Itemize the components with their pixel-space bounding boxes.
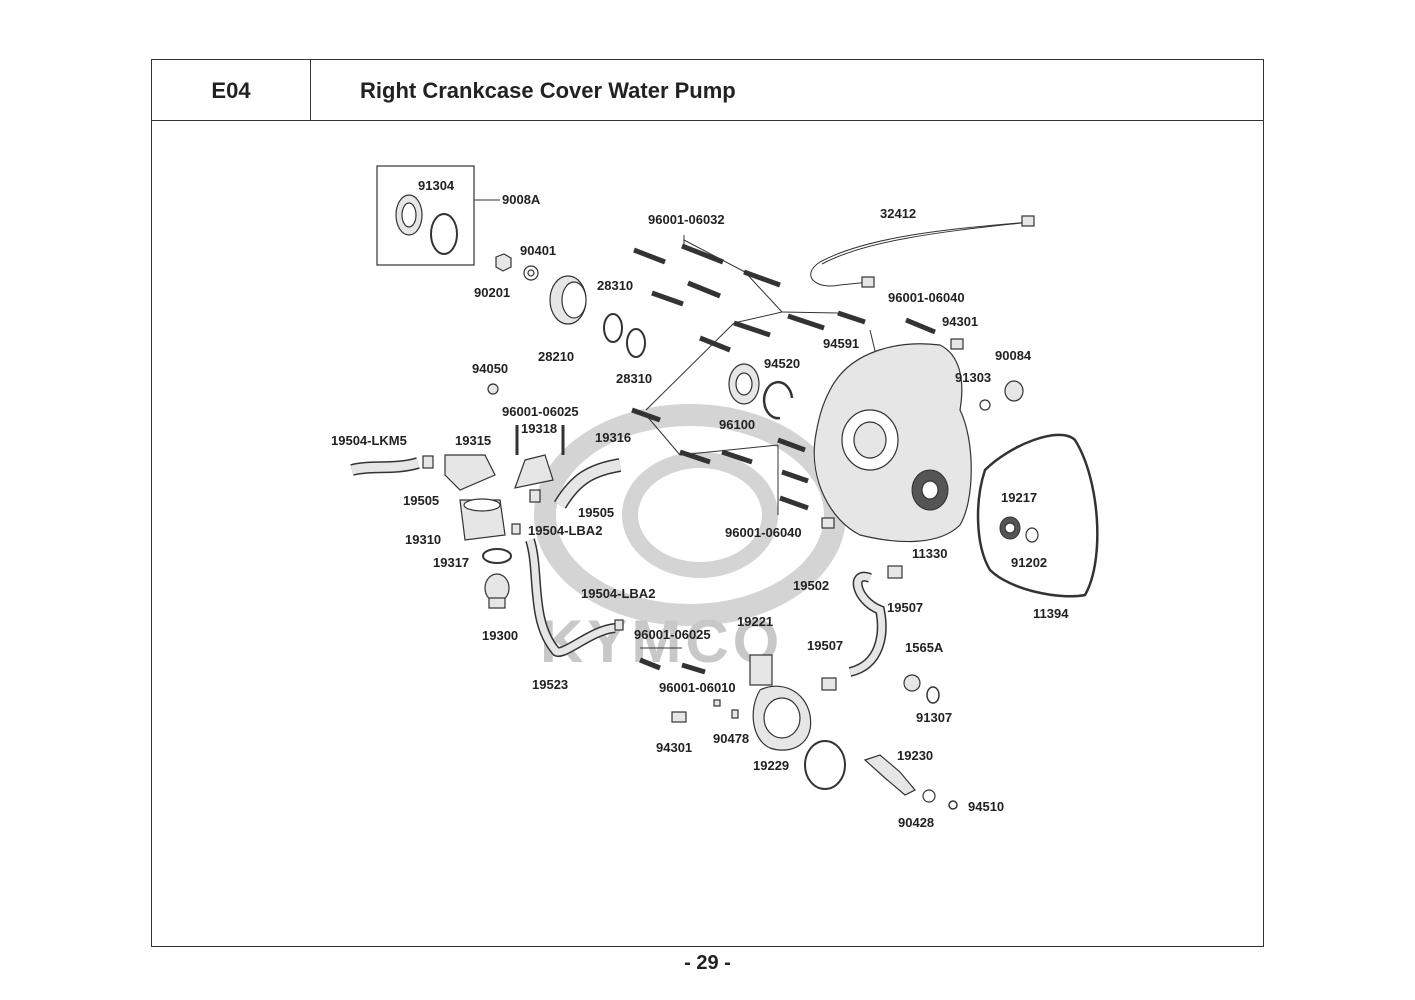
- label-28310-top: 28310: [597, 278, 633, 293]
- label-96001-06040-top: 96001-06040: [888, 290, 965, 305]
- label-11330: 11330: [912, 546, 947, 561]
- label-19504-lkm5: 19504-LKM5: [331, 433, 407, 448]
- part-labels: 91304 9008A 90401 90201 28310 28210 2831…: [331, 178, 1069, 830]
- lower-bolts: [631, 322, 809, 723]
- kit-9008a-box: [376, 165, 500, 266]
- label-91304: 91304: [418, 178, 455, 193]
- label-90428: 90428: [898, 815, 934, 830]
- label-96001-06040-bottom: 96001-06040: [725, 525, 802, 540]
- label-32412: 32412: [880, 206, 916, 221]
- label-96001-06025-bottom: 96001-06025: [634, 627, 711, 642]
- label-94520: 94520: [764, 356, 800, 371]
- page-number: - 29 -: [684, 952, 731, 974]
- label-19316: 19316: [595, 430, 631, 445]
- label-19230: 19230: [897, 748, 933, 763]
- thermostat-group: [350, 425, 624, 657]
- label-19504-lba2-bottom: 19504-LBA2: [581, 586, 655, 601]
- gasket-11394: [976, 433, 1099, 598]
- label-96001-06010: 96001-06010: [659, 680, 736, 695]
- label-90084: 90084: [995, 348, 1032, 363]
- header-divider: [151, 120, 1264, 121]
- diagram-frame: [151, 59, 1264, 947]
- label-91202: 91202: [1011, 555, 1047, 570]
- label-19315: 19315: [455, 433, 491, 448]
- label-28310-bottom: 28310: [616, 371, 652, 386]
- label-19507-bottom: 19507: [807, 638, 843, 653]
- bolt-set-96001-06032: [633, 235, 866, 353]
- label-19318: 19318: [521, 421, 557, 436]
- label-96001-06032: 96001-06032: [648, 212, 725, 227]
- label-90201: 90201: [474, 285, 510, 300]
- water-pump-group: [749, 565, 958, 810]
- label-19317: 19317: [433, 555, 469, 570]
- seal-parts-group: [487, 253, 646, 395]
- label-90401: 90401: [520, 243, 556, 258]
- section-code: E04: [151, 59, 311, 121]
- crankcase-cover-11330: [813, 343, 972, 543]
- label-90478: 90478: [713, 731, 749, 746]
- harness-32412: [810, 215, 1035, 288]
- label-96100: 96100: [719, 417, 755, 432]
- label-94050: 94050: [472, 361, 508, 376]
- label-11394: 11394: [1033, 606, 1069, 621]
- label-94510: 94510: [968, 799, 1004, 814]
- label-19221: 19221: [737, 614, 773, 629]
- label-19504-lba2-top: 19504-LBA2: [528, 523, 602, 538]
- label-19502: 19502: [793, 578, 829, 593]
- label-19523: 19523: [532, 677, 568, 692]
- kymco-watermark: KYMCO: [534, 404, 846, 675]
- label-94591: 94591: [823, 336, 859, 351]
- label-91307: 91307: [916, 710, 952, 725]
- label-19300: 19300: [482, 628, 518, 643]
- label-19229: 19229: [753, 758, 789, 773]
- label-94301-top: 94301: [942, 314, 978, 329]
- label-19310: 19310: [405, 532, 441, 547]
- label-19217: 19217: [1001, 490, 1037, 505]
- label-94301-bottom: 94301: [656, 740, 692, 755]
- label-1565a: 1565A: [905, 640, 944, 655]
- page-title: Right Crankcase Cover Water Pump: [360, 78, 736, 103]
- cover-fasteners: [869, 317, 1024, 411]
- label-19505-right: 19505: [578, 505, 614, 520]
- label-91303: 91303: [955, 370, 991, 385]
- label-9008a: 9008A: [502, 192, 541, 207]
- label-19507-top: 19507: [887, 600, 923, 615]
- label-96001-06025-top: 96001-06025: [502, 404, 579, 419]
- bearing-group: [728, 363, 794, 420]
- label-19505-left: 19505: [403, 493, 439, 508]
- label-28210: 28210: [538, 349, 574, 364]
